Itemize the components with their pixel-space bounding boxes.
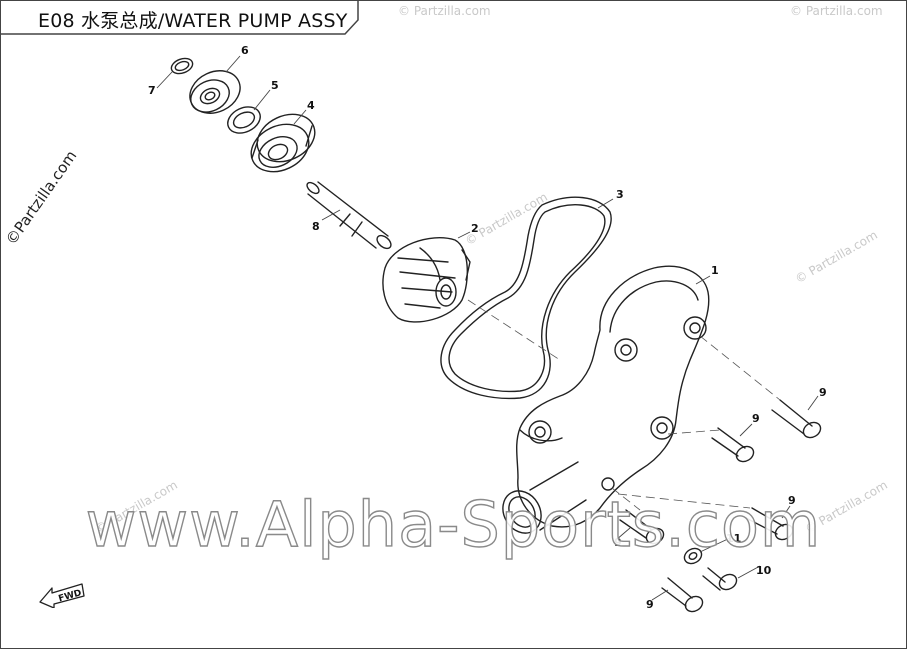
callout-6: 6	[241, 44, 249, 57]
leader-lines	[156, 55, 819, 601]
assembly-centerlines	[467, 299, 781, 511]
title-tab	[0, 0, 359, 35]
impeller-part	[382, 237, 471, 323]
callout-9: 9	[788, 494, 796, 507]
callout-11: 11	[726, 532, 742, 545]
cover-bolt-parts	[619, 399, 822, 613]
callout-9: 9	[646, 598, 654, 611]
faint-watermark: © Partzilla.com	[398, 4, 491, 18]
callout-10: 10	[756, 564, 772, 577]
callout-1: 1	[711, 264, 719, 277]
page-title: E08 水泵总成/WATER PUMP ASSY	[38, 10, 348, 32]
pump-cover-part	[502, 265, 710, 534]
bearing-part	[189, 70, 241, 114]
circlip-part	[170, 57, 194, 75]
callout-7: 7	[148, 84, 156, 97]
pump-shaft-part	[306, 181, 392, 250]
mechanical-seal-part	[250, 113, 316, 173]
fwd-arrow-icon: FWD	[39, 583, 85, 608]
callout-5: 5	[271, 79, 279, 92]
callout-4: 4	[307, 99, 315, 112]
seal-ring-part	[227, 106, 261, 134]
callout-3: 3	[616, 188, 624, 201]
faint-watermark: © Partzilla.com	[790, 4, 883, 18]
alpha-sports-watermark: www.Alpha-Sports.com	[85, 487, 822, 561]
callout-9: 9	[614, 536, 622, 549]
callout-2: 2	[471, 222, 479, 235]
callout-9: 9	[752, 412, 760, 425]
callout-9: 9	[819, 386, 827, 399]
gasket-oring-part	[440, 196, 612, 400]
callout-8: 8	[312, 220, 320, 233]
